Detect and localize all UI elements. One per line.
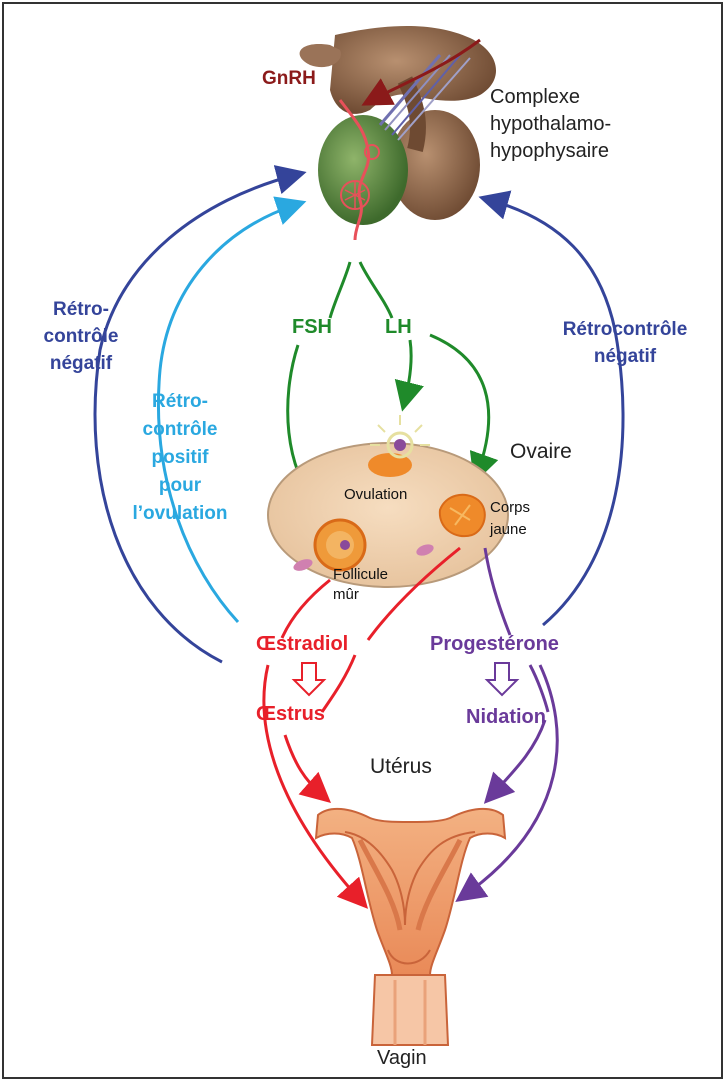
estrus-label: Œstrus [256,703,325,726]
lh-label: LH [385,316,412,339]
uterus-label: Utérus [370,755,432,779]
pituitary-complex-line2: hypothalamo- [490,111,611,138]
positive-feedback-line3: positif [110,444,250,472]
pituitary-complex-line1: Complexe [490,84,611,111]
lh-arrow-ovulation [405,340,411,400]
estradiol-to-vagina-arrow [264,665,360,900]
negative-feedback-right-arrow [490,200,623,625]
pituitary-complex-label: Complexe hypothalamo- hypophysaire [490,84,611,165]
estrus-to-uterus-arrow [285,735,322,795]
vagina-label: Vagin [377,1047,427,1070]
corpus-luteum-line2: jaune [490,519,530,541]
progesterone-source-line [485,548,510,635]
progesterone-implies-arrow [487,663,517,695]
progesterone-label: Progestérone [430,633,559,656]
pituitary-complex-line3: hypophysaire [490,138,611,165]
negative-feedback-right-line2: négatif [530,343,720,370]
negative-feedback-right-line1: Rétrocontrôle [530,316,720,343]
positive-feedback-line1: Rétro- [110,388,250,416]
positive-feedback-line5: l’ovulation [110,500,250,528]
negative-feedback-left-line2: contrôle [26,323,136,350]
ovary-label: Ovaire [510,440,572,464]
estradiol-implies-arrow [294,663,324,695]
pituitary-complex-illustration [300,26,496,240]
estradiol-label: Œstradiol [256,633,348,656]
negative-feedback-right-label: Rétrocontrôle négatif [530,316,720,370]
negative-feedback-left-label: Rétro- contrôle négatif [26,296,136,377]
gnrh-label: GnRH [262,68,316,90]
mature-follicle-line2: mûr [333,585,388,605]
ovulation-label: Ovulation [344,486,407,503]
positive-feedback-label: Rétro- contrôle positif pour l’ovulation [110,388,250,528]
mature-follicle-label: Follicule mûr [333,565,388,605]
mature-follicle-line1: Follicule [333,565,388,585]
fsh-label: FSH [292,316,332,339]
estradiol-source-line [282,580,330,638]
negative-feedback-left-line3: négatif [26,350,136,377]
corpus-luteum-line1: Corps [490,497,530,519]
nidation-label: Nidation [466,706,546,729]
positive-feedback-line2: contrôle [110,416,250,444]
negative-feedback-left-line1: Rétro- [26,296,136,323]
positive-feedback-line4: pour [110,472,250,500]
corpus-luteum-label: Corps jaune [490,497,530,541]
nidation-to-uterus-arrow [492,720,545,795]
uterus-illustration [316,809,505,1045]
